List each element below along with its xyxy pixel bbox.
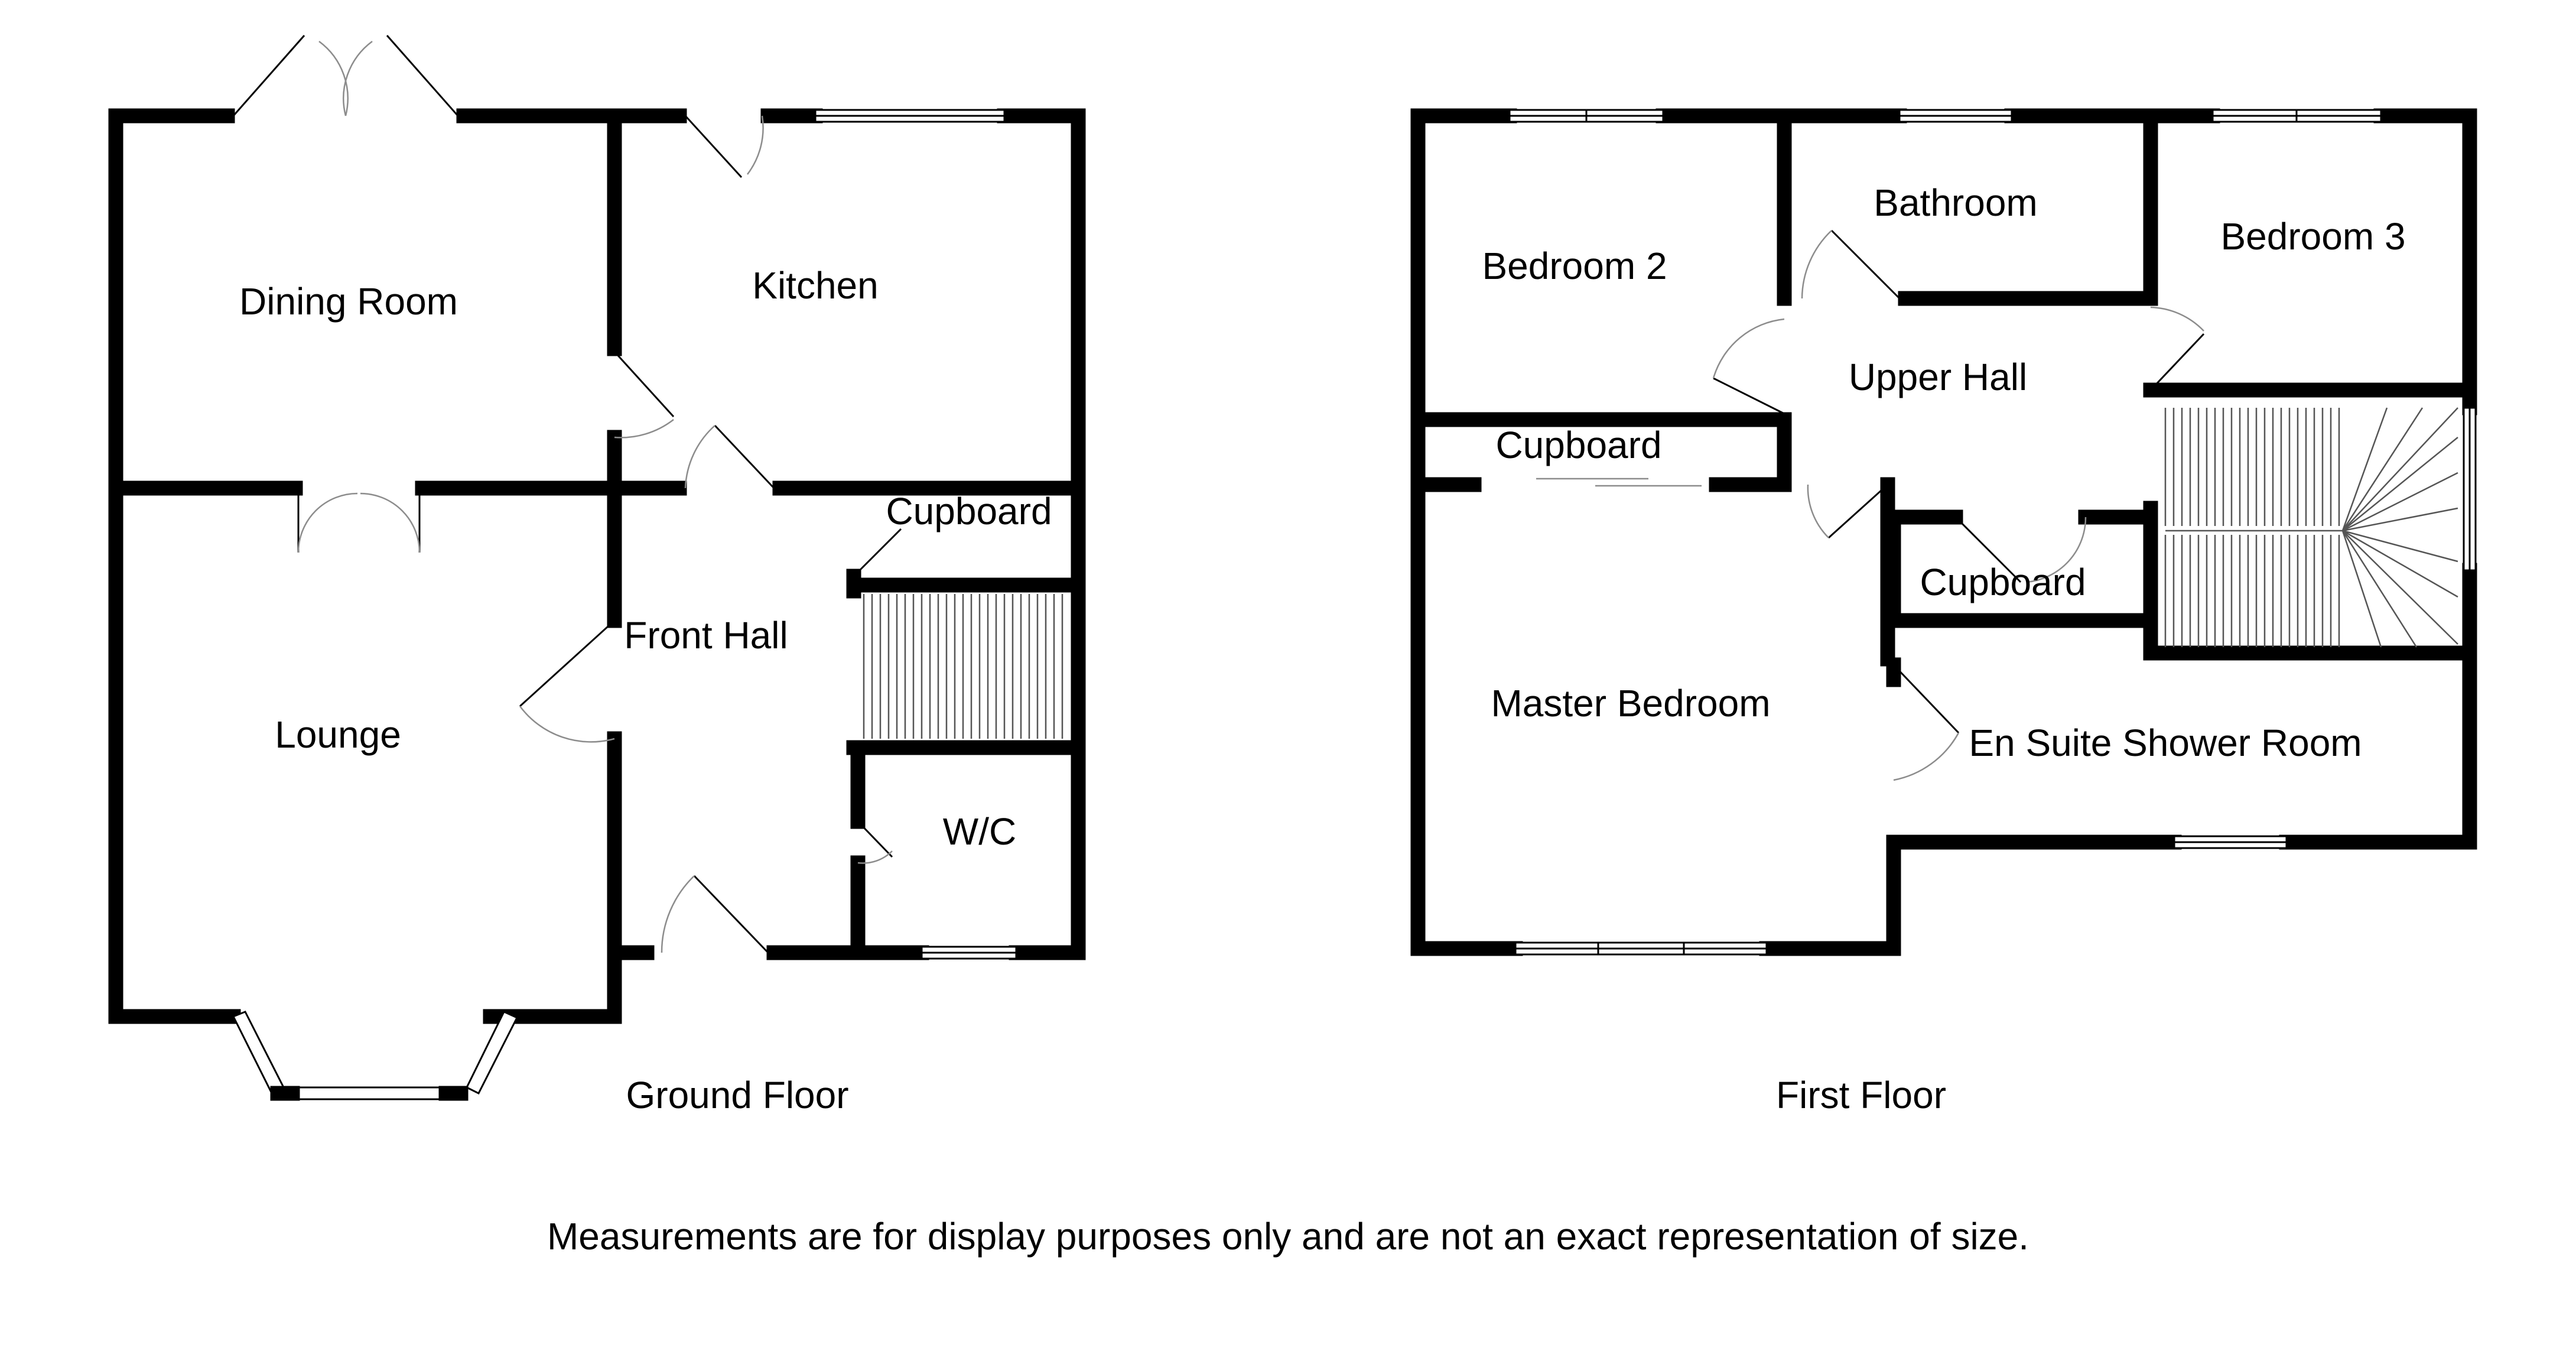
ground-floor-walls	[108, 108, 1086, 1024]
stair-tread	[2342, 507, 2458, 532]
first-floor-windows	[1508, 109, 2477, 956]
room-label-dining-room: Dining Room	[239, 280, 458, 323]
stair-tread	[2341, 530, 2418, 648]
bedroom-2-door	[1713, 377, 1785, 415]
first-floor-walls	[1410, 108, 2477, 956]
room-label-bedroom-3: Bedroom 3	[2220, 215, 2405, 258]
room-label-cupboard: Cupboard	[886, 490, 1052, 532]
room-label-wc: W/C	[943, 810, 1016, 853]
stair-tread	[2342, 407, 2458, 531]
front-door	[693, 875, 769, 954]
bedroom-3-door	[2149, 333, 2205, 391]
ground-floor-windows	[232, 109, 1017, 1101]
room-label-bedroom-2: Bedroom 2	[1482, 245, 1667, 287]
dining-french-door-left	[232, 35, 305, 116]
stair-tread	[2342, 437, 2458, 531]
wc-door	[857, 820, 893, 858]
first-floor-doors	[1536, 229, 2205, 781]
first-floor-stairs	[2164, 407, 2458, 648]
master-bedroom-door	[1827, 483, 1889, 539]
bathroom-door	[1830, 229, 1901, 300]
dining-kitchen-door	[613, 350, 675, 418]
room-label-upper-hall: Upper Hall	[1849, 356, 2027, 398]
ground-floor-title: Ground Floor	[626, 1074, 848, 1116]
stair-tread	[2342, 530, 2458, 563]
room-label-en-suite: En Suite Shower Room	[1969, 722, 2362, 764]
lounge-hall-door	[519, 619, 616, 707]
stair-tread	[2341, 407, 2388, 531]
room-label-bathroom: Bathroom	[1874, 181, 2037, 224]
stair-tread	[2342, 530, 2458, 598]
kitchen-back-door	[684, 115, 743, 178]
room-label-cupboard-left: Cupboard	[1495, 424, 1661, 466]
ground-floor-plan: Dining Room Kitchen Cupboard Front Hall …	[108, 35, 1086, 1116]
dining-french-door-right	[386, 35, 459, 116]
room-label-front-hall: Front Hall	[624, 614, 788, 657]
first-floor-title: First Floor	[1776, 1074, 1946, 1116]
hall-kitchen-door	[714, 424, 775, 489]
ground-floor-doors	[232, 35, 902, 954]
stair-tread	[2341, 407, 2424, 531]
room-label-lounge: Lounge	[275, 713, 401, 756]
lounge-bay-window	[232, 1011, 285, 1095]
room-label-kitchen: Kitchen	[752, 264, 878, 307]
cupboard-door	[1954, 516, 2022, 583]
room-label-cupboard-right: Cupboard	[1920, 561, 2086, 603]
ground-floor-stairs	[863, 594, 1063, 739]
stair-tread	[2341, 530, 2382, 648]
stair-tread	[2342, 530, 2458, 645]
en-suite-door	[1892, 664, 1960, 734]
room-label-master-bedroom: Master Bedroom	[1491, 682, 1770, 725]
stair-tread	[2342, 472, 2458, 532]
first-floor-plan: Bedroom 2 Bathroom Bedroom 3 Upper Hall …	[1410, 108, 2477, 1116]
disclaimer-text: Measurements are for display purposes on…	[547, 1215, 2029, 1258]
